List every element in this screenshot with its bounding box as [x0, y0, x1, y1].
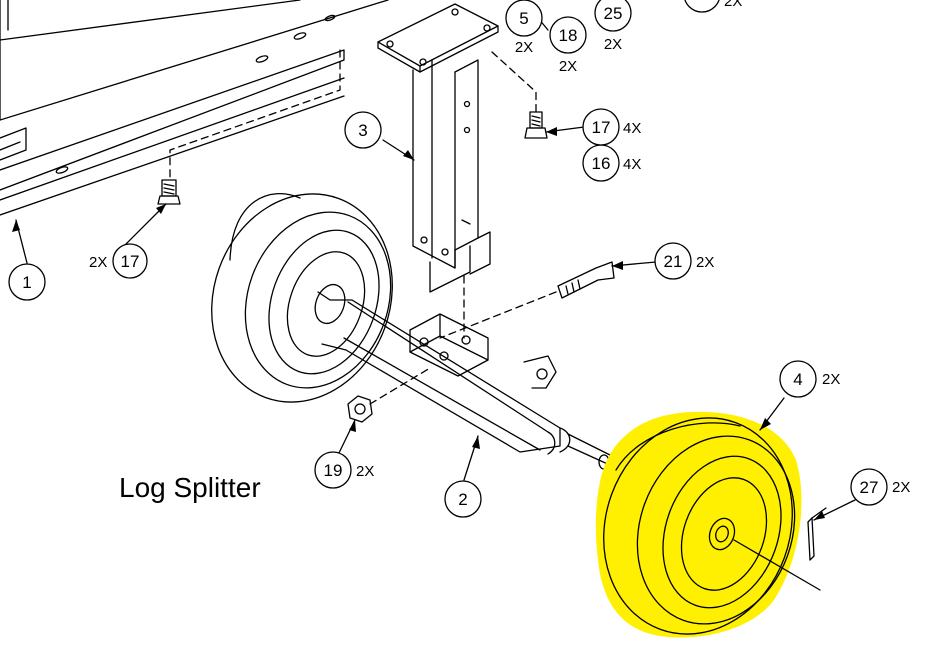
callout-qty: 2X: [724, 0, 742, 10]
callout-qty: 2X: [515, 39, 533, 56]
hardware: [157, 111, 827, 561]
callout-number: 25: [604, 4, 623, 23]
callout-number: 2: [458, 490, 467, 509]
callout-number: 1: [22, 273, 31, 292]
callout-27: 27 2X: [850, 468, 910, 506]
callout-qty: 2X: [604, 36, 622, 53]
callout-circle: [594, 0, 632, 32]
callout-circle: [850, 468, 888, 506]
callout-1: 1: [8, 263, 46, 301]
callout-25: 25 2X: [594, 0, 632, 53]
callout-qty: 2X: [356, 463, 374, 480]
callout-number: 17: [592, 118, 611, 137]
guide-lines: [169, 49, 557, 405]
callout-number: 25: [693, 0, 712, 4]
callout-number: 18: [559, 26, 578, 45]
callout-circle: [549, 16, 587, 54]
callout-circle: [582, 108, 620, 146]
callout-balloons: 12342X52X164X174X172X182X192X212X252X252…: [8, 0, 910, 518]
callout-circle: [8, 263, 46, 301]
right-wheel: [603, 417, 821, 635]
callout-qty: 2X: [822, 371, 840, 388]
callout-circle: [654, 242, 692, 280]
arrowheads: [12, 127, 825, 520]
callout-3: 3: [344, 111, 382, 149]
callout-18: 18 2X: [549, 16, 587, 75]
left-wheel: [211, 193, 393, 403]
callout-5: 5 2X: [505, 0, 543, 56]
callout-25: 25 2X: [684, 0, 742, 13]
callout-circle: [779, 360, 817, 398]
callout-2: 2: [444, 480, 482, 518]
callout-19: 19 2X: [314, 451, 374, 489]
callout-17: 17 4X: [582, 108, 641, 146]
callout-number: 21: [664, 252, 683, 271]
callout-circle: [314, 451, 352, 489]
frame-beam: [0, 0, 389, 216]
callout-number: 19: [324, 461, 343, 480]
diagram-title: Log Splitter: [119, 472, 261, 503]
callout-21: 21 2X: [654, 242, 714, 280]
callout-number: 4: [793, 370, 802, 389]
callout-4: 4 2X: [779, 360, 840, 398]
callout-circle: [344, 111, 382, 149]
right-wheel-highlight: [595, 411, 802, 638]
callout-circle: [684, 0, 720, 13]
callout-qty: 2X: [559, 58, 577, 75]
callout-16: 16 4X: [582, 144, 641, 182]
callout-circle: [444, 480, 482, 518]
callout-qty: 2X: [892, 479, 910, 496]
callout-qty: 2X: [89, 254, 107, 271]
callout-number: 16: [592, 154, 611, 173]
callout-17: 17 2X: [89, 243, 148, 279]
callout-qty: 4X: [623, 156, 641, 173]
jack-post: [377, 3, 499, 293]
callout-circle: [112, 243, 148, 279]
callout-number: 5: [519, 9, 528, 28]
callout-circle: [505, 0, 543, 37]
callout-number: 17: [121, 252, 140, 271]
callout-number: 27: [860, 478, 879, 497]
callout-number: 3: [358, 121, 367, 140]
axle: [317, 291, 613, 470]
callout-qty: 2X: [696, 254, 714, 271]
callout-qty: 4X: [623, 120, 641, 137]
